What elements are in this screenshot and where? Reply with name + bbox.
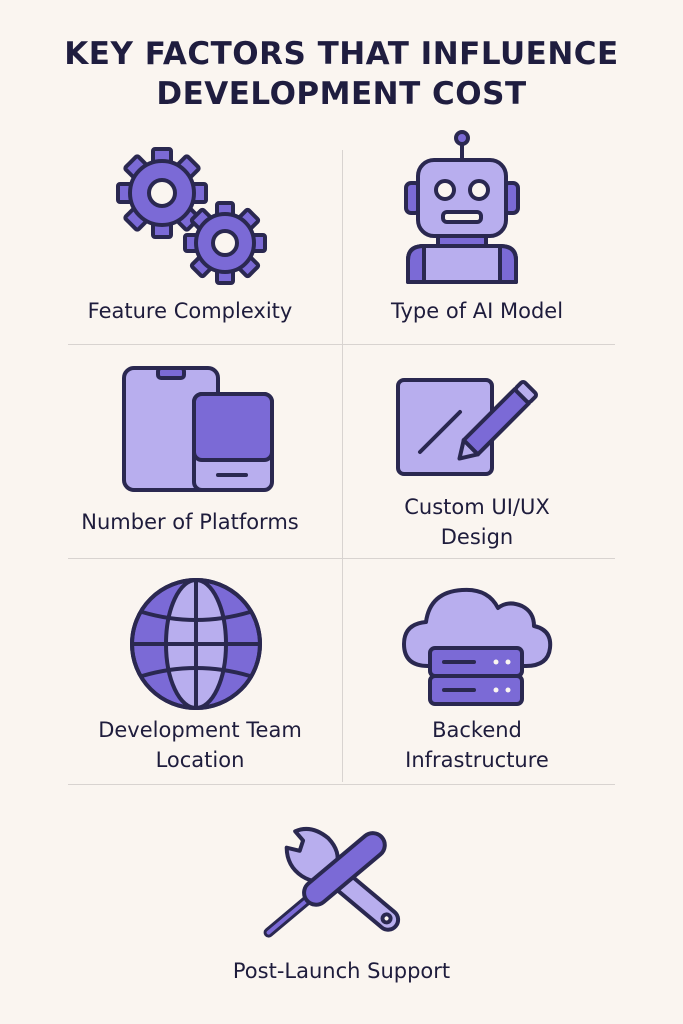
label-line-2: Infrastructure <box>405 748 549 772</box>
label-line-1: Backend <box>432 718 522 742</box>
wrench-screwdriver-icon <box>263 826 401 938</box>
globe-icon <box>130 578 262 710</box>
design-pencil-icon <box>396 378 539 476</box>
label-backend-infrastructure: Backend Infrastructure <box>342 715 612 775</box>
label-line-1: Development Team <box>98 718 302 742</box>
grid-divider-row-2 <box>68 558 615 559</box>
cloud-server-icon <box>402 587 553 706</box>
label-line-2: Location <box>155 748 245 772</box>
label-type-of-ai-model: Type of AI Model <box>390 299 564 323</box>
title-line-1: KEY FACTORS THAT INFLUENCE <box>64 36 619 72</box>
robot-icon <box>404 130 520 284</box>
label-line-2: Design <box>440 525 514 549</box>
grid-divider-vertical <box>342 150 343 782</box>
grid-divider-row-3 <box>68 784 615 785</box>
label-feature-complexity: Feature Complexity <box>87 299 293 323</box>
label-post-launch-support: Post-Launch Support <box>232 959 451 983</box>
devices-icon <box>122 366 274 492</box>
label-line-1: Custom UI/UX <box>404 495 550 519</box>
grid-divider-row-1 <box>68 344 615 345</box>
label-custom-ui-ux-design: Custom UI/UX Design <box>342 492 612 552</box>
gears-icon <box>116 147 267 285</box>
title-line-2: DEVELOPMENT COST <box>156 76 527 112</box>
label-number-of-platforms: Number of Platforms <box>81 510 299 534</box>
page-title: KEY FACTORS THAT INFLUENCE DEVELOPMENT C… <box>0 34 683 114</box>
label-development-team-location: Development Team Location <box>40 715 360 775</box>
